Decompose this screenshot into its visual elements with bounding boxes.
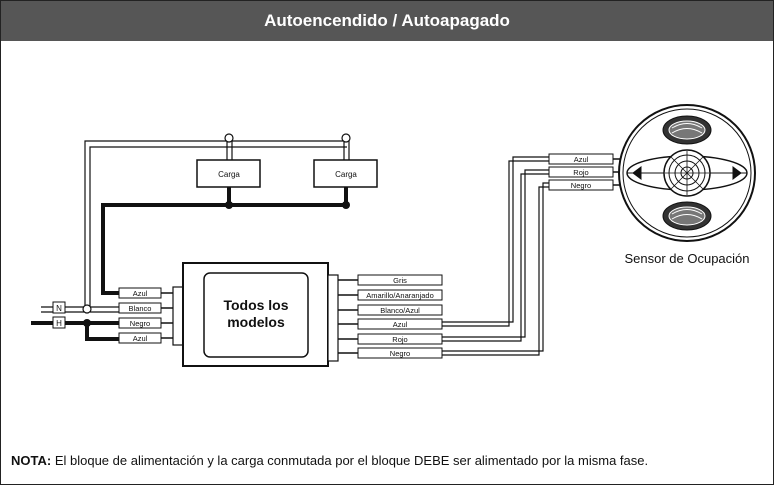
wire-label: Azul: [133, 289, 148, 298]
junction-node: [225, 201, 233, 209]
load-label: Carga: [218, 170, 240, 179]
output-wire-labels: Gris Amarillo/Anaranjado Blanco/Azul Azu…: [327, 274, 443, 362]
wire-label: Negro: [130, 319, 150, 328]
junction-node: [342, 201, 350, 209]
terminal-n: [52, 301, 66, 314]
module-title: modelos: [227, 314, 285, 330]
terminal-label: N: [56, 304, 62, 313]
sensor-wiring: [442, 156, 549, 356]
junction-node: [83, 319, 91, 327]
sensor-wire-labels: Azul Rojo Negro: [548, 153, 629, 191]
wire-label: Azul: [393, 320, 408, 329]
terminal-label: H: [56, 319, 62, 328]
module-inner-panel: [203, 272, 309, 358]
wire-label: Blanco/Azul: [380, 306, 420, 315]
wire-label: Azul: [133, 334, 148, 343]
junction-node: [341, 133, 351, 143]
wire-label: Negro: [571, 181, 591, 190]
module-title: Todos los: [223, 297, 288, 313]
occupancy-sensor-icon: [618, 104, 756, 242]
junction-node: [224, 133, 234, 143]
junction-node: [82, 304, 92, 314]
wire-label: Amarillo/Anaranjado: [366, 291, 434, 300]
sensor-label: Sensor de Ocupación: [624, 251, 749, 266]
wire-label: Rojo: [573, 168, 588, 177]
note-prefix: NOTA:: [11, 453, 52, 468]
input-wire-labels: Azul Blanco Negro Azul: [118, 286, 184, 346]
neutral-wiring: [41, 140, 350, 313]
wire-label: Blanco: [129, 304, 152, 313]
load-label: Carga: [335, 170, 357, 179]
wire-label: Azul: [574, 155, 589, 164]
load-box: [196, 159, 261, 188]
terminal-h: [52, 316, 66, 329]
wire-label: Negro: [390, 349, 410, 358]
wire-label: Rojo: [392, 335, 407, 344]
load-box: [313, 159, 378, 188]
note-text: El bloque de alimentación y la carga con…: [54, 453, 649, 468]
footer-note: NOTA: El bloque de alimentación y la car…: [11, 453, 648, 468]
wire-label: Gris: [393, 276, 407, 285]
page-title: Autoencendido / Autoapagado: [1, 1, 773, 41]
